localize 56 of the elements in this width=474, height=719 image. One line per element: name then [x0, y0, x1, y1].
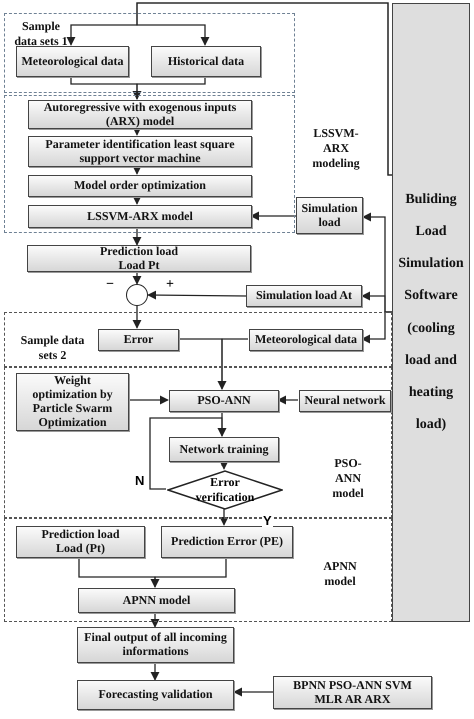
process-box: Prediction Error (PE) [161, 526, 293, 558]
arrow [277, 395, 298, 405]
arrow [250, 211, 296, 221]
process-box: Autoregressive with exogenous inputs (ARX) model [28, 100, 252, 129]
arrow [132, 196, 142, 205]
process-box: Simulation load At [246, 285, 362, 307]
arrow [132, 166, 142, 175]
arrow [132, 76, 206, 100]
group-label: Sample data sets 1 [13, 19, 69, 49]
dashed-group-frame [4, 367, 392, 518]
process-box: Model order optimization [28, 175, 252, 197]
process-box: APNN model [78, 588, 235, 613]
process-box: Final output of all incoming informations [77, 627, 234, 663]
arrow [132, 306, 142, 329]
arrow [150, 557, 227, 588]
group-label: PSO-ANN model [331, 456, 365, 501]
process-box: LSSVM-ARX model [28, 205, 252, 228]
process-box: Simulation load [296, 197, 363, 234]
process-box: Meteorological data [16, 46, 129, 77]
process-box: Meteorological data [249, 329, 363, 351]
arrow [217, 338, 248, 390]
arrow [132, 227, 142, 246]
arrow [150, 663, 160, 681]
arrow [147, 290, 246, 300]
arrow [128, 395, 169, 405]
process-box: Parameter identification least square support vector machine [28, 136, 252, 167]
process-box: BPNN PSO-ANN SVM MLR AR ARX [273, 676, 432, 709]
process-box: Forecasting validation [77, 680, 234, 710]
sign-label: − [106, 278, 114, 292]
arrow [233, 687, 273, 697]
process-box: Network training [169, 437, 279, 462]
arrow [150, 612, 160, 628]
edge-label: N [134, 474, 146, 487]
software-panel: Buliding Load Simulation Software (cooling load and heating load) [392, 3, 470, 622]
arrow [149, 417, 227, 490]
process-box: Weight optimization by Particle Swarm Optimization [16, 373, 129, 431]
process-box: Historical data [151, 46, 261, 77]
edge-label: Y [262, 514, 273, 527]
sign-label: + [166, 278, 174, 292]
process-box: Error [98, 329, 179, 351]
arrow [136, 2, 392, 176]
process-box: Prediction load Load (Pt) [16, 526, 145, 558]
process-box: Prediction load Load Pt [27, 245, 251, 272]
process-box: Neural network [299, 390, 391, 412]
dashed-group-frame [4, 13, 295, 93]
process-box: PSO-ANN [169, 390, 279, 412]
arrow [361, 311, 392, 344]
group-label: Sample data sets 2 [20, 333, 86, 363]
dashed-group-frame [4, 518, 392, 622]
dashed-group-frame [4, 312, 392, 367]
arrow [219, 509, 229, 526]
decision-diamond: Error verification [167, 470, 283, 510]
group-label: APNN model [322, 559, 358, 589]
arrow [132, 272, 142, 285]
summing-junction [126, 284, 148, 306]
group-label: LSSVM-ARX modeling [311, 126, 361, 171]
